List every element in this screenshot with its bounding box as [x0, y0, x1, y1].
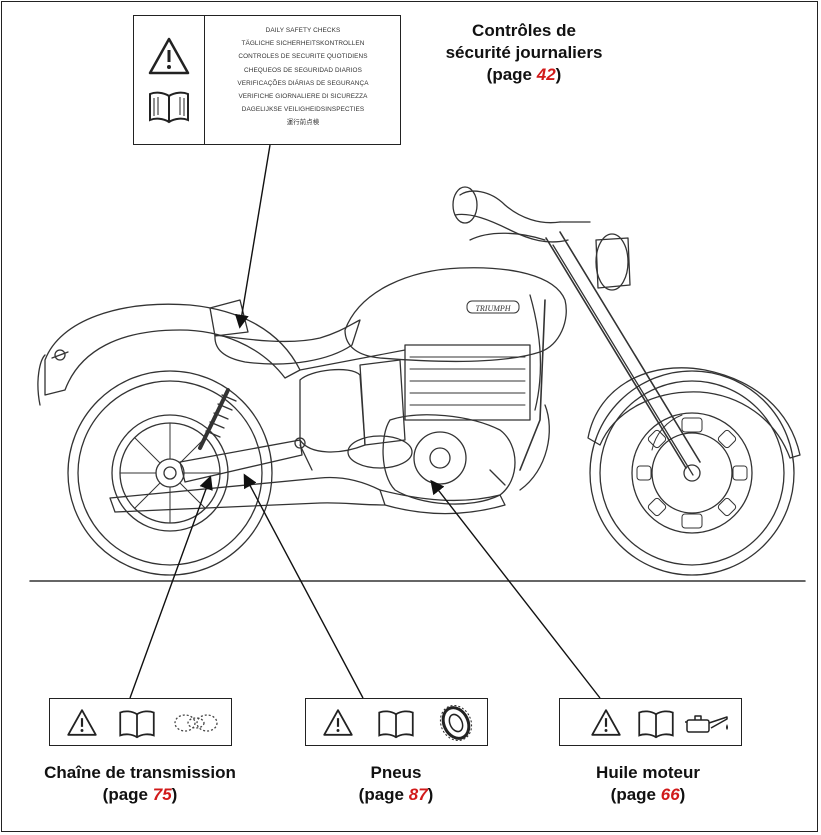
leader-daily: [234, 144, 271, 329]
oil-caption: Huile moteur (page 66): [548, 762, 748, 806]
warning-triangle-icon: [67, 709, 97, 736]
handlebar: [452, 186, 591, 243]
chain-title: Chaîne de transmission: [44, 763, 236, 782]
daily-label-line: TÄGLICHE SICHERHEITSKONTROLLEN: [241, 40, 365, 48]
daily-checks-title-line1: Contrôles de: [472, 21, 576, 40]
tyres-title: Pneus: [370, 763, 422, 782]
tyres-page-ref[interactable]: (page 87): [306, 784, 486, 806]
daily-label-line: DAILY SAFETY CHECKS: [265, 27, 341, 34]
daily-checks-page-ref[interactable]: (page 42): [400, 64, 648, 86]
page-ref-prefix: (page: [486, 65, 537, 84]
warning-triangle-icon: [148, 37, 190, 75]
chain-icon: [174, 714, 218, 732]
front-fender: [587, 367, 801, 459]
manual-book-icon: [638, 710, 674, 739]
leader-oil: [430, 479, 601, 699]
tyres-caption: Pneus (page 87): [306, 762, 486, 806]
daily-label-line: CHEQUEOS DE SEGURIDAD DIARIOS: [244, 66, 362, 74]
daily-label-line: CONTROLES DE SECURITE QUOTIDIENS: [238, 53, 368, 61]
leader-chain: [129, 475, 213, 699]
exhaust: [109, 404, 550, 515]
warning-triangle-icon: [591, 709, 621, 736]
chain-page-ref[interactable]: (page 75): [16, 784, 264, 806]
page-number-link[interactable]: 75: [152, 785, 172, 804]
swingarm: [179, 439, 303, 483]
daily-label-line: VERIFICAÇÕES DIÁRIAS DE SEGURANÇA: [237, 79, 369, 87]
daily-label-line: VERIFICHE GIORNALIERE DI SICUREZZA: [238, 93, 368, 101]
leader-tyres: [243, 473, 364, 699]
oil-label: [559, 698, 742, 746]
chain-label: [49, 698, 232, 746]
daily-checks-caption: Contrôles de sécurité journaliers (page …: [400, 20, 648, 86]
manual-book-icon: [149, 91, 189, 124]
front-wheel: [589, 370, 795, 576]
daily-checks-title-line2: sécurité journaliers: [445, 43, 603, 62]
page-ref-suffix: ): [171, 785, 178, 804]
page-ref-suffix: ): [427, 785, 434, 804]
page-number-link[interactable]: 87: [408, 785, 428, 804]
daily-safety-label: DAILY SAFETY CHECKS TÄGLICHE SICHERHEITS…: [133, 15, 401, 145]
page-ref-prefix: (page: [102, 785, 153, 804]
page-ref-suffix: ): [679, 785, 686, 804]
rear-wheel: [67, 370, 273, 576]
chain-caption: Chaîne de transmission (page 75): [16, 762, 264, 806]
page-ref-prefix: (page: [610, 785, 661, 804]
svg-text:TRIUMPH: TRIUMPH: [475, 304, 511, 313]
oil-page-ref[interactable]: (page 66): [548, 784, 748, 806]
rear-fender: [44, 303, 301, 396]
daily-label-line: 運行前点検: [286, 119, 320, 127]
fuel-tank: [344, 267, 567, 363]
daily-label-line: DAGELIJKSE VEILIGHEIDSINSPECTIES: [241, 106, 365, 114]
page-number-link[interactable]: 42: [536, 65, 556, 84]
page-number-link[interactable]: 66: [660, 785, 680, 804]
manual-book-icon: [119, 710, 155, 739]
daily-label-text: DAILY SAFETY CHECKS TÄGLICHE SICHERHEITS…: [206, 24, 400, 130]
seat: [214, 319, 361, 365]
engine: [299, 344, 531, 505]
front-fork: [545, 231, 701, 476]
tyre-icon: [439, 705, 473, 741]
page-ref-prefix: (page: [358, 785, 409, 804]
oil-can-icon: [685, 715, 728, 733]
daily-label-icons: [134, 16, 205, 144]
oil-title: Huile moteur: [596, 763, 700, 782]
tyres-label: [305, 698, 488, 746]
warning-triangle-icon: [323, 709, 353, 736]
manual-book-icon: [378, 710, 414, 739]
page-ref-suffix: ): [555, 65, 562, 84]
rear-shock: [198, 388, 237, 450]
